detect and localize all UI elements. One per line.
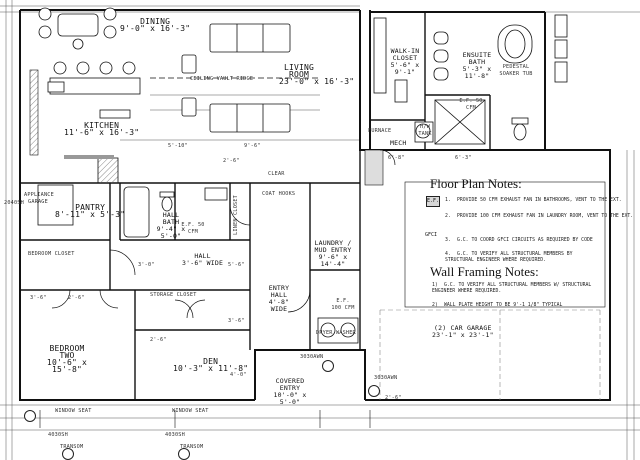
linen-label: LINEN CLOSET [233,195,239,235]
note-item: 1.PROVIDE 50 CFM EXHAUST FAN IN BATHROOM… [445,198,622,203]
dimension-label: 2'-6" [150,337,167,343]
ef-hall-label: E.F. 50 CFM [181,222,205,235]
framing-note-item: 2)WALL PLATE HEIGHT TO BE 9'-1 1/8" TYPI… [432,303,563,308]
ceiling-label: CEILING VAULT RIDGE [190,76,254,82]
framing-note-item: 1)G.C. TO VERIFY ALL STRUCTURAL MEMBERS … [432,283,592,294]
hw-tank-label: H/W TANK [418,124,432,137]
transom-label-2: TRANSOM [180,444,204,450]
dimension-label: 5'-10" [168,143,188,149]
window-tag-1: 2040SH [4,200,24,206]
doors [51,149,396,319]
living-furniture [150,23,320,133]
dimension-label: 2'-6" [385,395,402,401]
dryer-washer-label: DRYER WASHER [316,330,356,336]
ef-legend-label: E.F. [427,198,440,204]
dimension-label: 6'-8" [388,155,405,161]
dimension-label: 9'-6" [244,143,261,149]
grid-marker [178,448,190,460]
dimension-label: 5'-6" [228,262,245,268]
dimension-label: 3'-6" [30,295,47,301]
window-tag-5: 4030SH [165,432,185,438]
wall-framing-notes-title: Wall Framing Notes: [430,264,539,279]
pedestal-tub-label: PEDESTAL SOAKER TUB [499,64,533,77]
clear-label: CLEAR [268,171,285,177]
window-seat-label: WINDOW SEAT [55,408,92,414]
note-item: 4.G.C. TO VERIFY ALL STRUCTURAL MEMBERS … [445,252,573,263]
gfci-legend-label: GFCI [425,232,438,238]
floor-plan-notes-title: Floor Plan Notes: [430,176,522,191]
ef-laundry-label: E.F. 100 CFM [331,298,355,311]
grid-marker [322,360,334,372]
window-tag-3: 3030AWN [374,375,398,381]
dimension-label: 6'-3" [455,155,472,161]
furnace-label: FURNACE [368,128,392,134]
dining-furniture [38,7,141,119]
dimension-label: 4'-0" [230,372,247,378]
room-mech: MECH [390,139,407,147]
grid-marker [62,448,74,460]
dimension-label: 2'-6" [68,295,85,301]
transom-label-1: TRANSOM [60,444,84,450]
appliance-label: APPLIANCE GARAGE [24,192,54,205]
window-seat-label-2: WINDOW SEAT [172,408,209,414]
grid-marker [24,410,36,422]
coat-hooks-label: COAT HOOKS [262,191,296,197]
dimension-label: 3'-6" [228,318,245,324]
note-item: 2.PROVIDE 100 CFM EXHAUST FAN IN LAUNDRY… [445,214,634,219]
window-tag-4: 4030SH [48,432,68,438]
ef-legend-box [426,196,440,207]
note-item: 3.G.C. TO COORD GFCI CIRCUITS AS REQUIRE… [445,238,593,243]
grid-marker [368,385,380,397]
ef-ensuite-label: E.F. 50 CFM [459,98,483,111]
dimension-label: 3'-0" [138,262,155,268]
window-tag-2: 3030AWN [300,354,324,360]
bedroom-closet-label: BEDROOM CLOSET [28,251,75,257]
storage-closet-label: STORAGE CLOSET [150,292,197,298]
dimension-label: 2'-6" [223,158,240,164]
bath-fixtures [373,14,568,145]
